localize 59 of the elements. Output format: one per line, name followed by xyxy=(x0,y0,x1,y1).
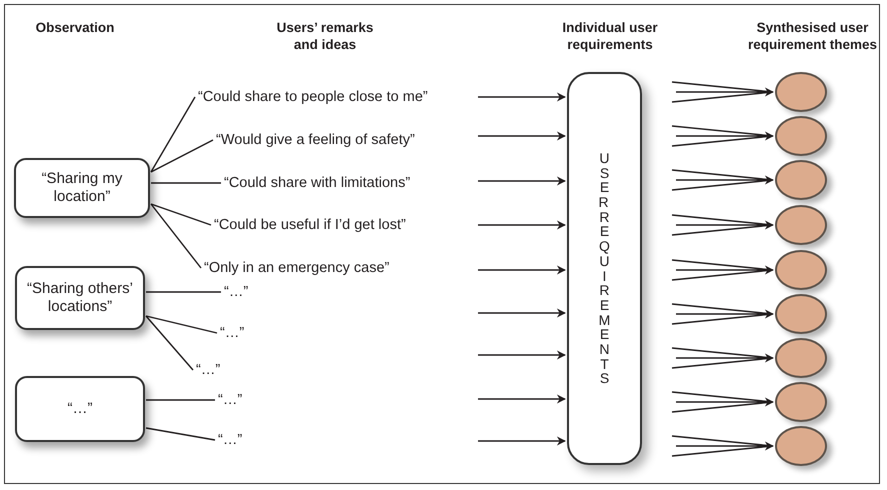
vertical-label: USER REQUIREMENTS xyxy=(598,151,610,386)
observation-box xyxy=(15,266,145,330)
arrow xyxy=(671,435,774,457)
theme-ellipse xyxy=(775,382,827,422)
arrow xyxy=(478,308,566,318)
arrow xyxy=(671,303,774,325)
arrow xyxy=(671,169,774,191)
arrow xyxy=(478,436,566,446)
box-label: “Sharing others’ locations” xyxy=(26,280,134,316)
connector-line xyxy=(146,315,218,334)
remark-text: “Could be useful if I’d get lost” xyxy=(214,215,406,235)
arrow xyxy=(478,132,566,140)
connector-line xyxy=(150,96,196,172)
connector-line xyxy=(150,139,214,173)
arrow xyxy=(478,266,566,274)
remark-text: “Could share with limitations” xyxy=(224,173,410,193)
remark-text: “Would give a feeling of safety” xyxy=(216,130,415,150)
remark-text: “…” xyxy=(220,323,244,343)
theme-ellipse xyxy=(775,294,827,334)
column-heading: Observation xyxy=(34,20,116,37)
connector-line xyxy=(150,204,202,268)
arrow xyxy=(478,220,566,230)
column-heading: Users’ remarks and ideas xyxy=(276,20,374,54)
box-label: “…” xyxy=(68,400,92,418)
remark-text: “…” xyxy=(224,282,248,302)
theme-ellipse xyxy=(775,250,827,290)
connector-line xyxy=(151,182,221,184)
connector-line xyxy=(146,399,215,401)
observation-box xyxy=(15,376,145,442)
arrow xyxy=(478,92,566,102)
arrow xyxy=(478,176,566,186)
column-heading: Individual user requirements xyxy=(561,20,659,54)
arrow xyxy=(671,81,774,103)
requirements-box xyxy=(567,72,642,465)
remark-text: “Could share to people close to me” xyxy=(198,87,428,107)
theme-ellipse xyxy=(775,72,827,112)
arrow xyxy=(671,391,774,413)
remark-text: “…” xyxy=(196,360,220,380)
connector-line xyxy=(145,316,194,370)
arrow xyxy=(478,394,566,404)
theme-ellipse xyxy=(775,426,827,466)
theme-ellipse xyxy=(775,116,827,156)
arrow xyxy=(671,347,774,369)
theme-ellipse xyxy=(775,205,827,245)
arrow xyxy=(671,259,774,281)
box-label: “Sharing my location” xyxy=(40,170,124,206)
connector-line xyxy=(150,203,212,226)
remark-text: “Only in an emergency case” xyxy=(204,258,390,278)
arrow xyxy=(671,125,774,147)
arrow xyxy=(478,350,566,360)
theme-ellipse xyxy=(775,160,827,200)
remark-text: “…” xyxy=(218,390,242,410)
remark-text: “…” xyxy=(218,430,242,450)
column-heading: Synthesised user requirement themes xyxy=(746,20,878,54)
connector-line xyxy=(146,291,221,293)
connector-line xyxy=(146,427,216,441)
arrow xyxy=(671,214,774,236)
theme-ellipse xyxy=(775,338,827,378)
observation-box xyxy=(14,158,150,218)
